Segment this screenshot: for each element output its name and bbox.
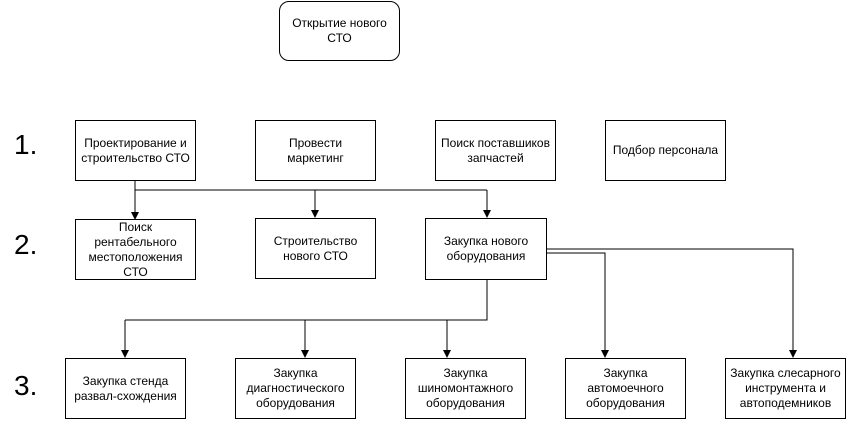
node-suppliers: Поиск поставшиков запчастей xyxy=(435,120,556,181)
node-alignment-stand: Закупка стенда развал-схождения xyxy=(65,358,186,419)
node-staff: Подбор персонала xyxy=(605,120,726,181)
node-marketing: Провести маркетинг xyxy=(255,120,376,181)
node-location: Поиск рентабельного местоположения СТО xyxy=(75,219,196,280)
edge-bus-level2-level3-left xyxy=(125,280,488,321)
level-3-label: 3. xyxy=(14,370,38,401)
level-1-label: 1. xyxy=(14,129,38,160)
node-car-wash: Закупка автомоечного оборудования xyxy=(565,358,686,419)
node-build-new: Строительство нового СТО xyxy=(255,218,376,279)
node-design-build: Проектирование и строительство СТО xyxy=(75,120,196,181)
edge-to-tools xyxy=(547,248,797,358)
node-tire-service: Закупка шиномонтажного оборудования xyxy=(405,358,526,419)
level-2-label: 2. xyxy=(14,229,38,260)
edge-to-wash xyxy=(547,252,609,358)
edge-bus-level1-level2 xyxy=(134,180,487,191)
root-node: Открытие нового СТО xyxy=(279,1,400,61)
node-diagnostic: Закупка диагностического оборудования xyxy=(235,358,356,419)
node-tools-lifts: Закупка слесарного инструмента и автопод… xyxy=(725,358,846,419)
node-equipment: Закупка нового оборудования xyxy=(425,218,547,280)
